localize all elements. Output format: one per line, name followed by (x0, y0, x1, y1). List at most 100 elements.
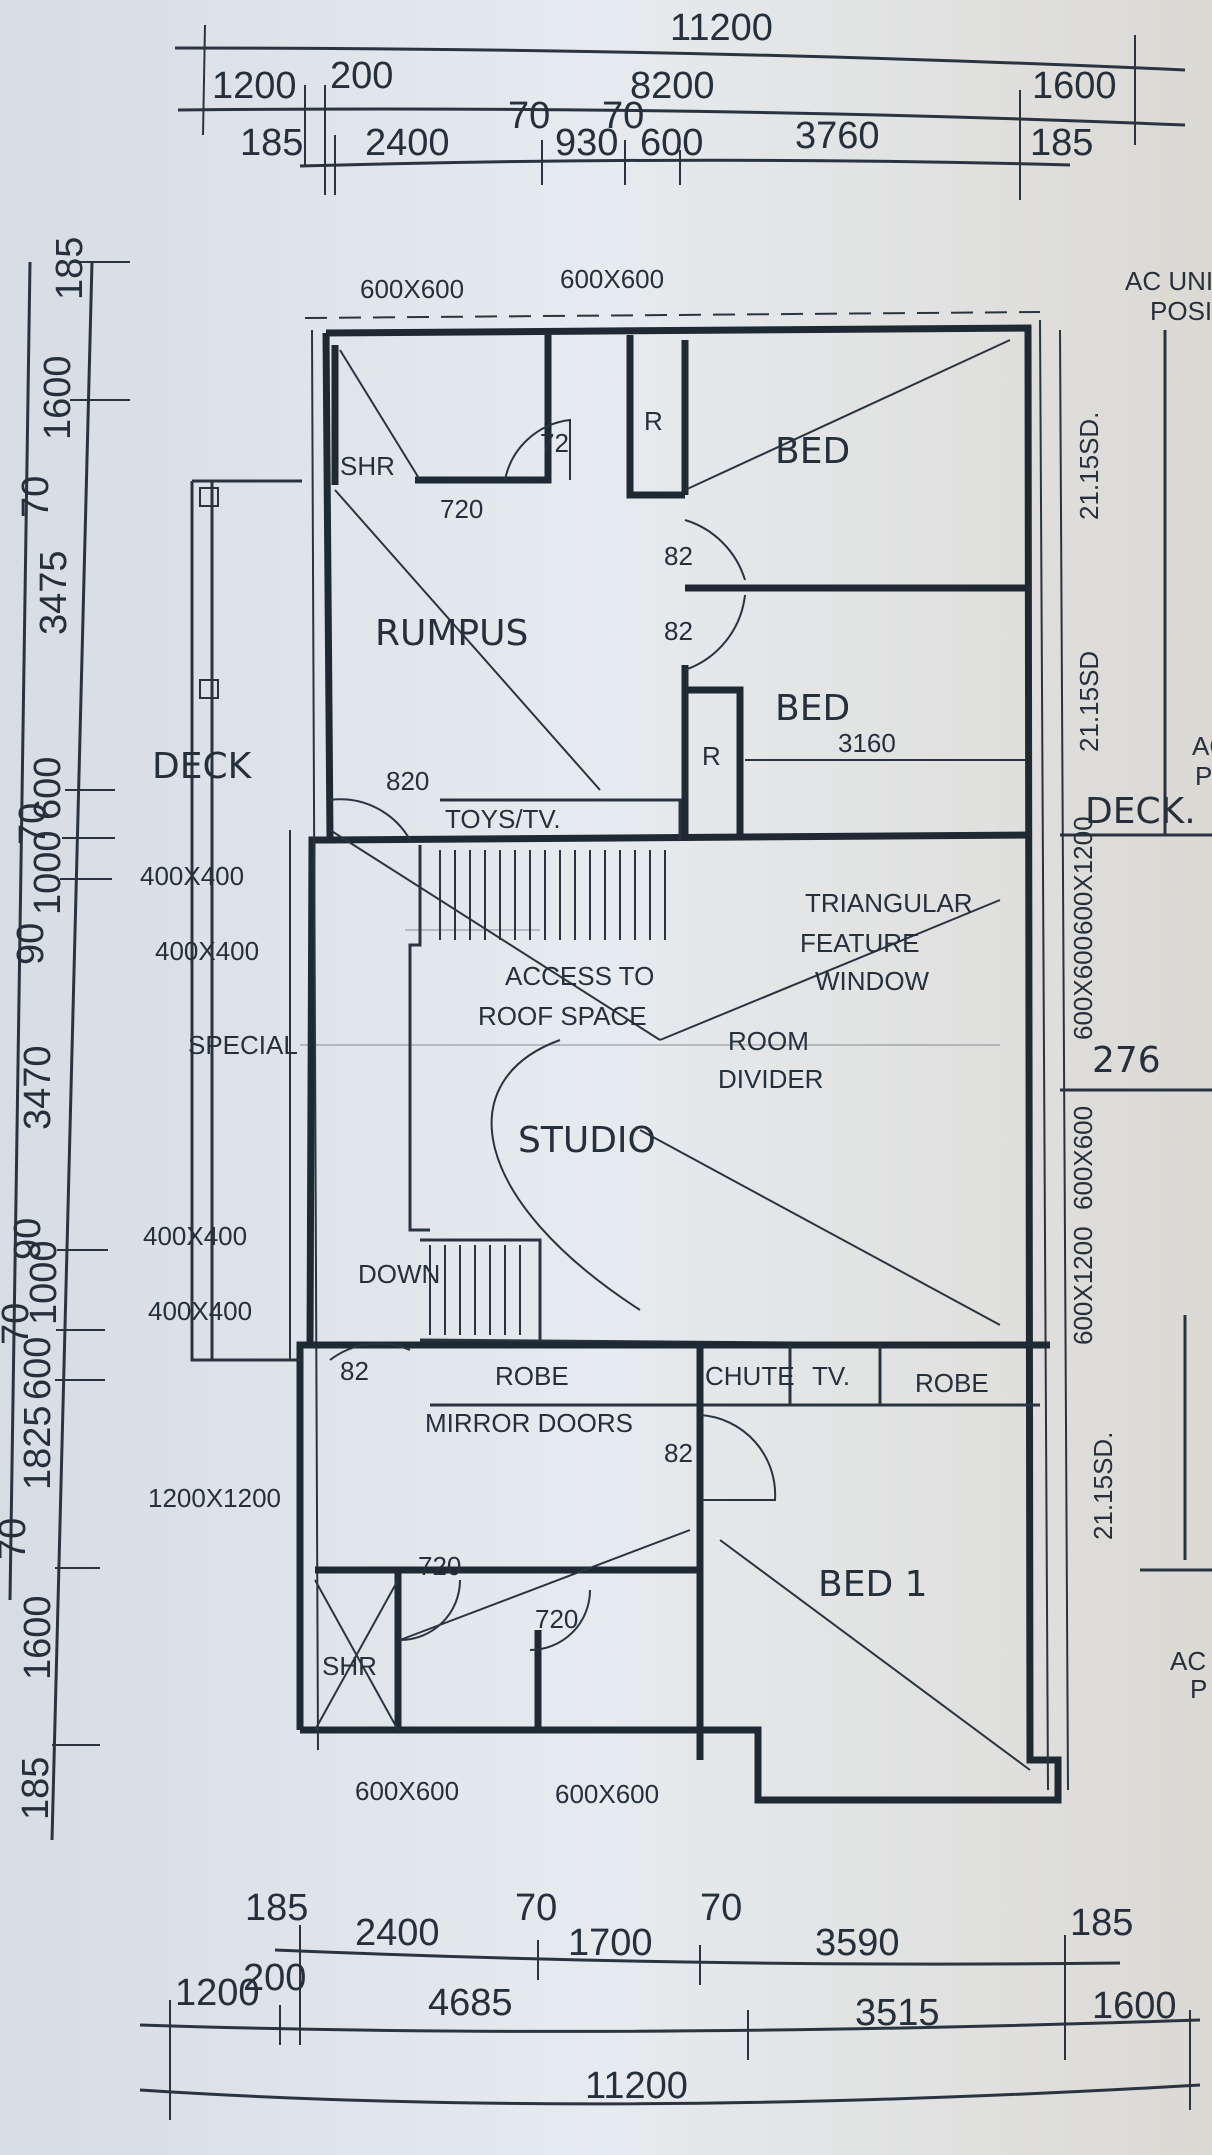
dim-top: 1200 (212, 65, 297, 107)
diagonal-sketch-lines (329, 339, 1031, 1771)
roof-access-label: ACCESS TO (505, 961, 654, 991)
door-size: 82 (664, 541, 693, 571)
dim-top: 200 (330, 55, 393, 97)
room-divider-label: DIVIDER (718, 1064, 823, 1094)
door-size: 720 (535, 1604, 578, 1634)
left-dimension-lines (8, 261, 130, 1841)
top-dimension-lines (174, 24, 1186, 200)
shower-label: SHR (322, 1651, 377, 1681)
special-label: SPECIAL (188, 1030, 298, 1060)
window-size: 600X600 (555, 1779, 659, 1809)
ac-unit-label: POSITION (1150, 296, 1212, 326)
room-divider-label: ROOM (728, 1026, 809, 1056)
dim-bottom: 2400 (355, 1912, 440, 1954)
dim-left: 90 (7, 1218, 49, 1260)
dim-bottom: 70 (515, 1887, 557, 1929)
shower-label: SHR (340, 451, 395, 481)
room-label-studio: STUDIO (518, 1120, 656, 1161)
room-label-deck-left: DECK (152, 746, 253, 787)
room-label-bed: BED (775, 688, 850, 729)
dim-bottom: 70 (700, 1887, 742, 1929)
bed-width-dimension: 3160 (838, 728, 896, 758)
dim-top: 930 (555, 122, 618, 164)
robe-r-label: R (702, 741, 721, 771)
dim-top: 3760 (795, 115, 880, 157)
dim-top: 70 (508, 95, 550, 137)
room-label-rumpus: RUMPUS (375, 613, 528, 654)
dim-top: 600 (640, 122, 703, 164)
dim-left: 600 (17, 1337, 59, 1400)
dim-left: 3475 (33, 550, 75, 635)
deck-left-outline (190, 479, 302, 1362)
door-swings (329, 418, 777, 1651)
window-size: 400X400 (155, 936, 259, 966)
ac-unit-label: AC (1170, 1646, 1206, 1676)
dim-top: 70 (602, 95, 644, 137)
dim-left: 70 (12, 803, 54, 845)
sliding-door-label: 21.15SD. (1088, 1432, 1118, 1540)
room-label-deck-right: DECK. (1085, 791, 1196, 832)
dim-left: 70 (0, 1518, 34, 1560)
ac-unit-label: AC (1192, 731, 1212, 761)
bottom-dimension-lines (139, 1925, 1201, 2120)
tv-label: TV. (812, 1361, 850, 1391)
triangular-window-label: FEATURE (800, 928, 919, 958)
building-walls (296, 311, 1069, 1804)
window-size: 400X400 (148, 1296, 252, 1326)
door-size: 820 (386, 766, 429, 796)
dim-bottom: 1600 (1092, 1985, 1177, 2027)
dim-left: 1600 (17, 1595, 59, 1680)
window-size: 600X600 (360, 274, 464, 304)
window-size: 600X600 (1068, 1106, 1098, 1210)
door-size: 82 (664, 616, 693, 646)
window-size: 1200X1200 (148, 1483, 281, 1513)
robe-label: ROBE (915, 1368, 989, 1398)
triangular-window-label: TRIANGULAR (805, 888, 973, 918)
window-size: 600X600 (355, 1776, 459, 1806)
robe-r-label: R (644, 406, 663, 436)
dim-top: 185 (240, 122, 303, 164)
door-size: 720 (418, 1551, 461, 1581)
dim-bottom: 185 (1070, 1902, 1133, 1944)
window-size: 400X400 (143, 1221, 247, 1251)
dim-left: 1825 (17, 1405, 59, 1490)
window-size: 400X400 (140, 861, 244, 891)
dim-top: 8200 (630, 65, 715, 107)
dim-top-overall: 11200 (670, 7, 773, 49)
door-size: 72 (540, 428, 569, 458)
dim-bottom: 200 (243, 1957, 306, 1999)
dim-bottom: 3590 (815, 1922, 900, 1964)
dim-top: 1600 (1032, 65, 1117, 107)
sliding-door-label: 21.15SD. (1074, 412, 1104, 520)
window-size: 600X600 (560, 264, 664, 294)
dim-left: 1600 (37, 355, 79, 440)
dim-276: 276 (1092, 1040, 1161, 1081)
dim-left: 70 (0, 1303, 37, 1345)
dim-left: 600 (27, 757, 69, 820)
dim-bottom-overall: 11200 (585, 2065, 688, 2107)
dim-bottom: 1700 (568, 1922, 653, 1964)
toys-tv-label: TOYS/TV. (445, 804, 561, 834)
door-size: 82 (664, 1438, 693, 1468)
ac-unit-label: AC UNIT (1125, 266, 1212, 296)
ac-unit-label: P (1190, 1674, 1207, 1704)
window-size: 600X1200 (1068, 816, 1098, 935)
sliding-door-label: 21.15SD (1074, 651, 1104, 752)
mirror-doors-label: MIRROR DOORS (425, 1408, 633, 1438)
dim-left: 70 (15, 476, 57, 518)
chute-label: CHUTE (705, 1361, 795, 1391)
room-label-bed: BED (775, 431, 850, 472)
room-label-bed1: BED 1 (818, 1564, 928, 1605)
window-size: 600X600 (1068, 936, 1098, 1040)
ac-unit-label: P (1195, 761, 1212, 791)
dim-bottom: 1200 (175, 1972, 260, 2014)
triangular-window-label: WINDOW (815, 966, 930, 996)
dim-left: 185 (49, 237, 91, 300)
door-size: 82 (340, 1356, 369, 1386)
deck-right-outline (1060, 330, 1212, 1572)
dim-left: 185 (15, 1757, 57, 1820)
dim-bottom: 3515 (855, 1992, 940, 2034)
dim-left: 3470 (17, 1045, 59, 1130)
roof-access-label: ROOF SPACE (478, 1001, 647, 1031)
